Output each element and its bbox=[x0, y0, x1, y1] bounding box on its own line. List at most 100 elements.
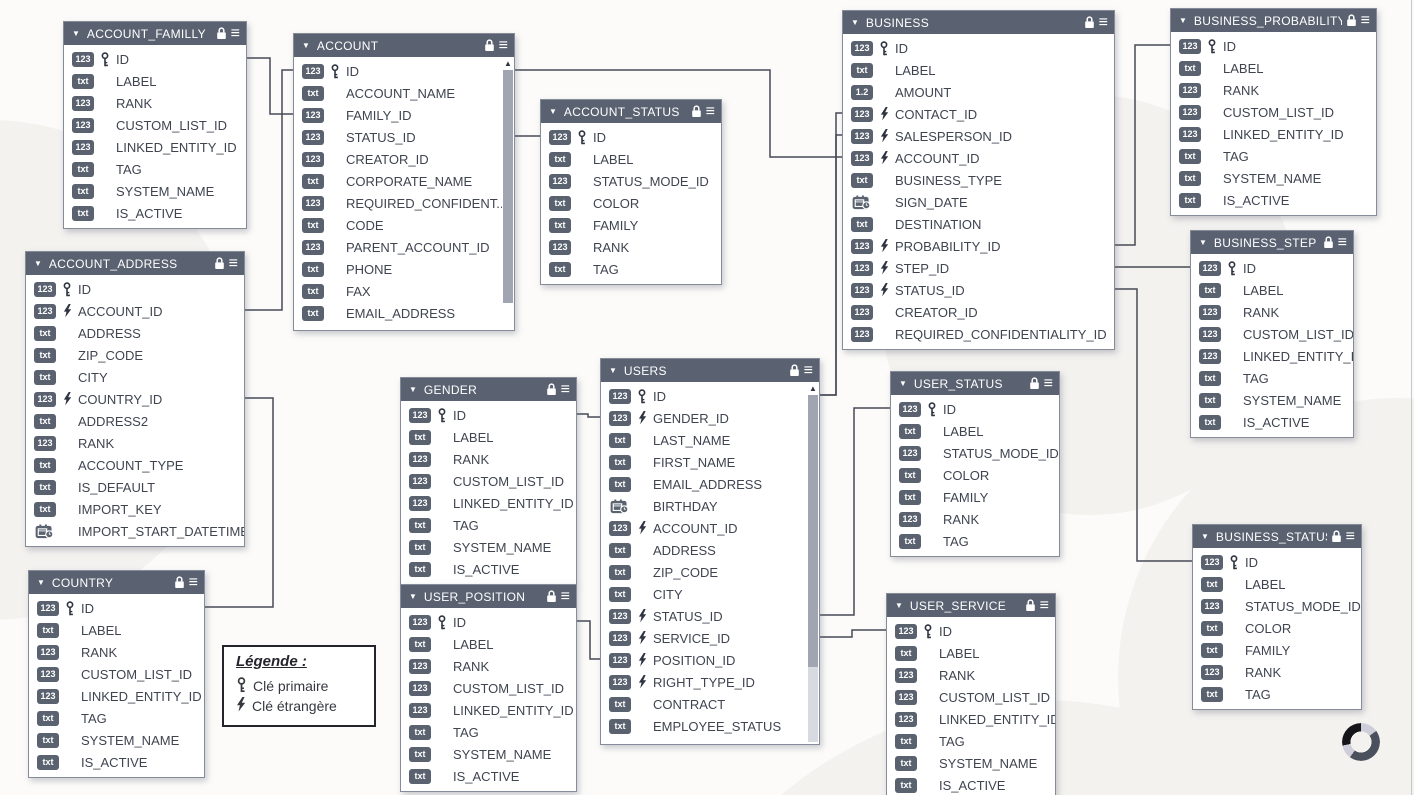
entity-header[interactable]: ▼ACCOUNT≡ bbox=[294, 34, 514, 57]
vertical-scrollbar[interactable]: ▲ bbox=[807, 382, 819, 744]
menu-icon[interactable]: ≡ bbox=[188, 573, 198, 591]
entity-header[interactable]: ▼ACCOUNT_STATUS≡ bbox=[541, 100, 721, 123]
scrollbar-track[interactable] bbox=[808, 667, 818, 742]
lock-icon[interactable] bbox=[542, 383, 557, 396]
collapse-chevron-icon[interactable]: ▼ bbox=[1199, 237, 1207, 247]
entity-header[interactable]: ▼GENDER≡ bbox=[401, 378, 576, 401]
collapse-chevron-icon[interactable]: ▼ bbox=[72, 28, 80, 38]
menu-icon[interactable]: ≡ bbox=[1360, 11, 1370, 29]
scrollbar-thumb[interactable] bbox=[808, 395, 818, 667]
menu-icon[interactable]: ≡ bbox=[1039, 596, 1049, 614]
relation-USERS.STATUS_ID-to-USER_STATUS.ID[interactable] bbox=[818, 407, 890, 616]
lock-icon[interactable] bbox=[1342, 14, 1357, 27]
entity-header[interactable]: ▼ACCOUNT_ADDRESS≡ bbox=[26, 252, 244, 275]
lock-icon[interactable] bbox=[687, 105, 702, 118]
menu-icon[interactable]: ≡ bbox=[803, 361, 813, 379]
collapse-chevron-icon[interactable]: ▼ bbox=[899, 378, 907, 388]
lock-icon[interactable] bbox=[785, 364, 800, 377]
field-row[interactable]: BIRTHDAY bbox=[601, 495, 819, 517]
entity-header[interactable]: ▼USER_SERVICE≡ bbox=[887, 594, 1055, 617]
scroll-up-arrow[interactable]: ▲ bbox=[809, 384, 817, 393]
relation-BUSINESS.PROBABILITY_ID-to-BUSINESS_PROBABILITY.ID[interactable] bbox=[1113, 44, 1170, 246]
menu-icon[interactable]: ≡ bbox=[705, 102, 715, 120]
menu-icon[interactable]: ≡ bbox=[230, 24, 240, 42]
entity-header[interactable]: ▼BUSINESS_STATUS≡ bbox=[1193, 525, 1361, 548]
lock-icon[interactable] bbox=[1080, 16, 1095, 29]
entity-header[interactable]: ▼COUNTRY≡ bbox=[29, 571, 204, 594]
scroll-up-arrow[interactable]: ▲ bbox=[504, 59, 512, 68]
lock-icon[interactable] bbox=[1021, 599, 1036, 612]
relation-GENDER.ID-to-USERS.GENDER_ID[interactable] bbox=[575, 413, 600, 418]
relation-BUSINESS.STATUS_ID-to-BUSINESS_STATUS.ID[interactable] bbox=[1113, 288, 1192, 562]
